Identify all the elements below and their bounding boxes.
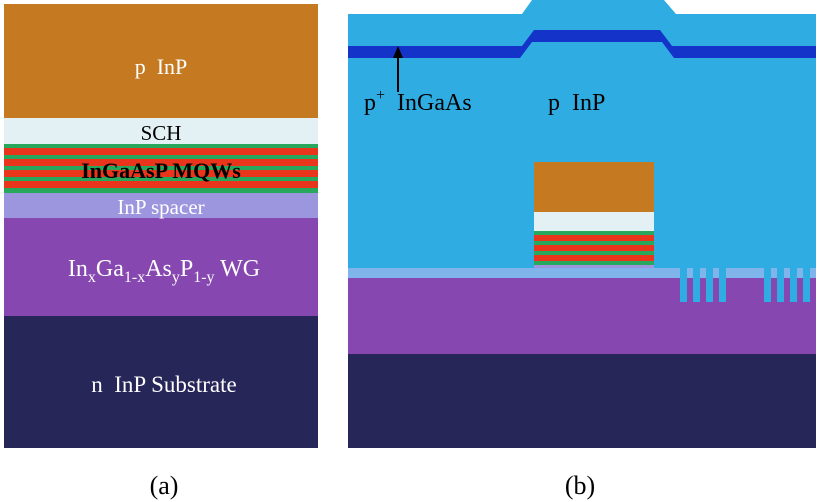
sch-layer: [4, 118, 318, 144]
mqw-label: InGaAsP MQWs: [81, 158, 241, 183]
panel-a: p InP SCH InGaAsP MQWs InP spacer InxGa1…: [4, 4, 318, 500]
waveguide-layer: [4, 218, 318, 316]
substrate-layer: [4, 316, 318, 448]
b-cladding: [348, 0, 816, 278]
caption-b: (b): [565, 471, 595, 500]
caption-a: (a): [150, 471, 179, 500]
panel-b: p+ InGaAs p InP (b): [348, 0, 816, 500]
b-spacer-stripe: [348, 268, 816, 278]
contact-label: p+ InGaAs: [364, 87, 472, 116]
b-active-region: [534, 162, 654, 268]
b-substrate-layer: [348, 352, 816, 448]
substrate-label: n InP Substrate: [91, 372, 236, 397]
b-grating-right: [764, 268, 810, 302]
sch-label: SCH: [141, 121, 182, 145]
b-grating-left: [680, 268, 726, 302]
mqw-stack: [4, 144, 318, 193]
p-inp-layer: [4, 4, 318, 118]
spacer-label: InP spacer: [117, 195, 204, 219]
waveguide-label: InxGa1-xAsyP1-y WG: [68, 256, 260, 286]
p-inp-label: p InP: [135, 54, 188, 79]
spacer-layer: [4, 193, 318, 218]
b-waveguide-layer: [348, 278, 816, 354]
b-contact-layer: [348, 30, 816, 58]
contact-arrow: [393, 46, 403, 92]
cladding-label: p InP: [548, 90, 605, 116]
